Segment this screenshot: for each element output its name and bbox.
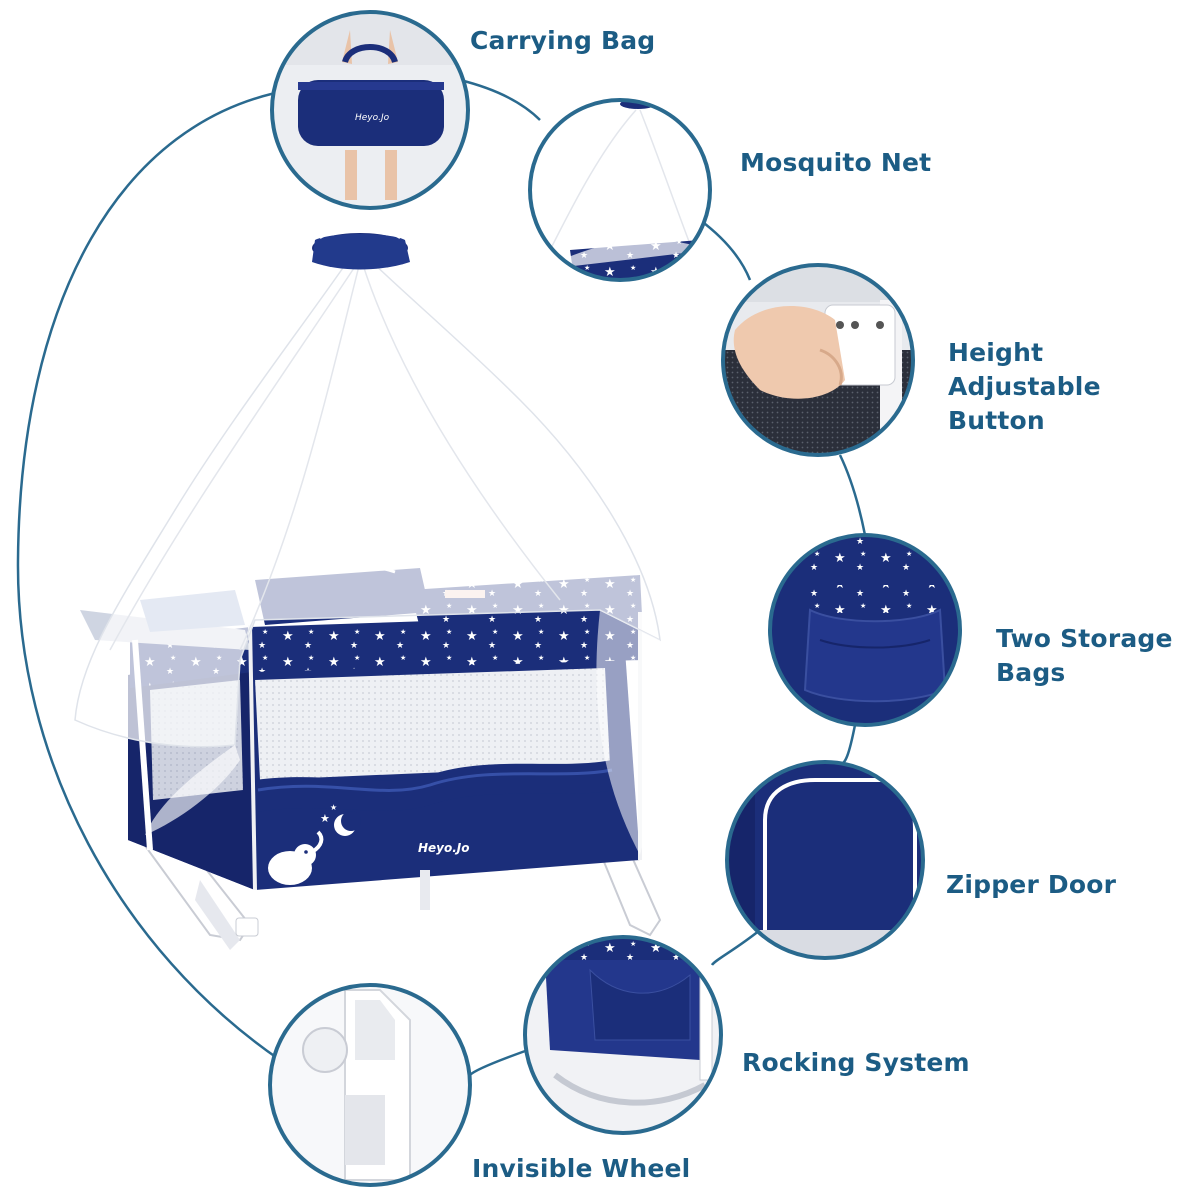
- storage-bags-photo: [770, 535, 960, 725]
- height-button-circle: [721, 263, 915, 457]
- svg-text:Heyo.Jo: Heyo.Jo: [355, 113, 390, 123]
- label-zipper-door: Zipper Door: [946, 870, 1117, 899]
- svg-text:★: ★: [330, 803, 337, 812]
- invisible-wheel-circle: [268, 983, 472, 1187]
- storage-bags-circle: [768, 533, 962, 727]
- rocking-system-circle: [523, 935, 723, 1135]
- zipper-door-circle: [725, 760, 925, 960]
- label-height-adjustable-button: Height Adjustable Button: [948, 338, 1101, 435]
- connector-arc: [16, 88, 291, 1062]
- brand-logo: Heyo.Jo: [418, 841, 470, 855]
- label-carrying-bag: Carrying Bag: [470, 26, 656, 55]
- connector-line: [459, 78, 867, 1076]
- svg-text:★: ★: [320, 812, 330, 825]
- carrying-bag-circle: [270, 10, 470, 210]
- label-two-storage-bags: Two Storage Bags: [996, 624, 1173, 687]
- mosquito-net-circle: [528, 98, 712, 282]
- label-invisible-wheel: Invisible Wheel: [472, 1154, 691, 1183]
- mosquito-net-overlay: [74, 228, 662, 855]
- label-mosquito-net: Mosquito Net: [740, 148, 932, 177]
- invisible-wheel-photo: [270, 985, 470, 1185]
- label-rocking-system: Rocking System: [742, 1048, 970, 1077]
